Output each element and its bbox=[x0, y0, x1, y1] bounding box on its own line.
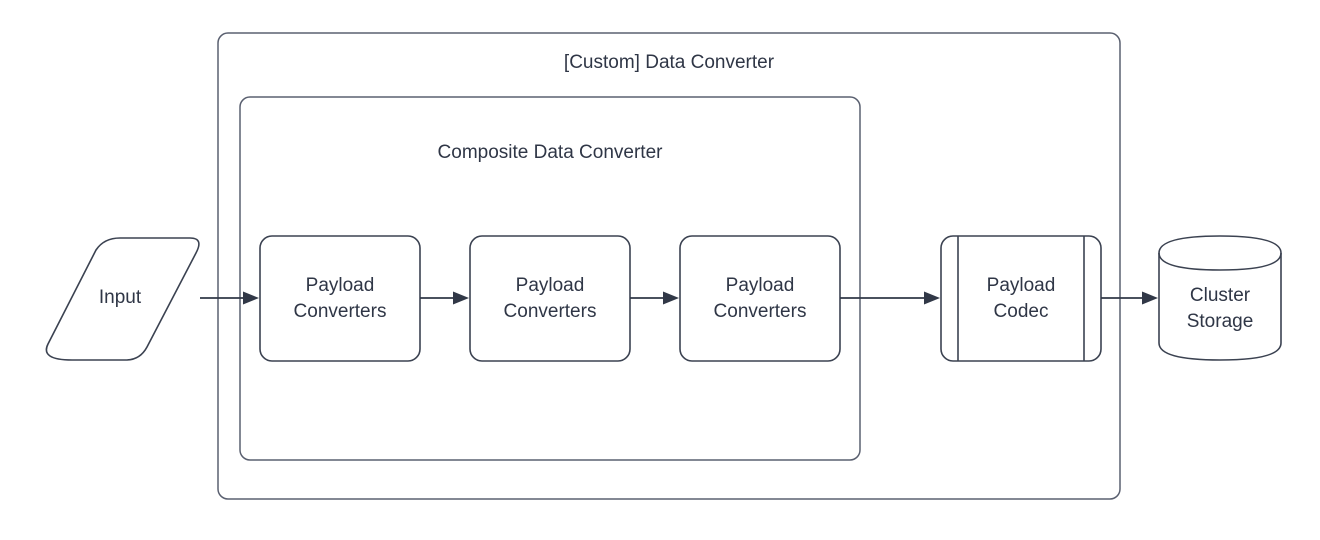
container-composite-data-converter[interactable]: Composite Data Converter bbox=[239, 96, 861, 461]
payload-codec-label-line1: Payload bbox=[987, 275, 1056, 296]
input-label: Input bbox=[99, 287, 142, 308]
payload-converters-2-label-line2: Converters bbox=[504, 301, 597, 322]
payload-converters-1-shape bbox=[259, 235, 421, 362]
payload-converters-2-shape bbox=[469, 235, 631, 362]
node-cluster-storage[interactable]: Cluster Storage bbox=[1158, 235, 1282, 361]
custom-data-converter-border bbox=[217, 32, 1121, 500]
arrowhead-icon bbox=[1142, 291, 1158, 305]
composite-data-converter-label: Composite Data Converter bbox=[438, 142, 664, 163]
payload-codec-shape bbox=[940, 235, 1102, 362]
payload-converters-3-shape bbox=[679, 235, 841, 362]
connector-payload-converters-1-to-2 bbox=[420, 291, 469, 305]
composite-data-converter-border bbox=[239, 96, 861, 461]
arrowhead-icon bbox=[243, 291, 259, 305]
node-payload-codec[interactable]: Payload Codec bbox=[940, 235, 1102, 362]
connector-payload-converters-3-to-payload-codec bbox=[840, 291, 940, 305]
payload-converters-2-label-line1: Payload bbox=[516, 275, 585, 296]
node-payload-converters-1[interactable]: Payload Converters bbox=[259, 235, 421, 362]
payload-codec-label-line2: Codec bbox=[994, 301, 1049, 322]
connector-payload-converters-2-to-3 bbox=[630, 291, 679, 305]
cluster-storage-body bbox=[1158, 235, 1282, 361]
payload-converters-3-label-line2: Converters bbox=[714, 301, 807, 322]
arrowhead-icon bbox=[453, 291, 469, 305]
arrowhead-icon bbox=[663, 291, 679, 305]
arrowhead-icon bbox=[924, 291, 940, 305]
connector-input-to-payload-converters-1 bbox=[200, 291, 259, 305]
custom-data-converter-label: [Custom] Data Converter bbox=[564, 52, 775, 73]
payload-converters-1-label-line1: Payload bbox=[306, 275, 375, 296]
node-payload-converters-2[interactable]: Payload Converters bbox=[469, 235, 631, 362]
connector-payload-codec-to-cluster-storage bbox=[1101, 291, 1158, 305]
container-custom-data-converter[interactable]: [Custom] Data Converter bbox=[217, 32, 1121, 500]
payload-converters-1-label-line2: Converters bbox=[294, 301, 387, 322]
payload-converters-3-label-line1: Payload bbox=[726, 275, 795, 296]
cluster-storage-label-line2: Storage bbox=[1187, 311, 1254, 332]
cluster-storage-label-line1: Cluster bbox=[1190, 285, 1251, 306]
input-shape bbox=[45, 237, 200, 361]
node-payload-converters-3[interactable]: Payload Converters bbox=[679, 235, 841, 362]
node-input[interactable]: Input bbox=[45, 237, 200, 361]
cluster-storage-top-ellipse bbox=[1158, 252, 1282, 271]
